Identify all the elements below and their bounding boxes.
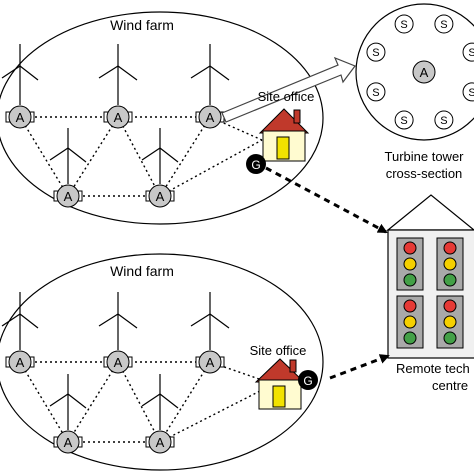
- wind-farm-top-links: [19, 116, 263, 197]
- turbine: [98, 292, 138, 350]
- wind-farm-top-label: Wind farm: [110, 17, 174, 33]
- turbine: [49, 128, 87, 184]
- node-a-label: A: [64, 435, 73, 450]
- remote-label-line1: Remote tech: [396, 361, 470, 376]
- sensor-s: S: [462, 82, 474, 102]
- turbine: [1, 44, 39, 105]
- node-a-label: A: [16, 355, 25, 370]
- turbine: [98, 44, 138, 105]
- top-uplink-arrow: [265, 166, 388, 234]
- bottom-uplink-arrow: [329, 354, 390, 380]
- sensor-s-label: S: [400, 115, 407, 127]
- wind-farm-top: Wind farm: [0, 11, 356, 225]
- turbine: [1, 292, 39, 350]
- wind-farm-bottom-links: [19, 361, 263, 443]
- node-a-label: A: [64, 189, 73, 204]
- tower-title-line2: cross-section: [386, 166, 463, 181]
- sensor-s: S: [462, 42, 474, 62]
- turbine: [190, 292, 230, 350]
- remote-tech-centre: Remote tech centre: [386, 194, 474, 393]
- gateway-g-label: G: [251, 158, 260, 172]
- node-a: A: [103, 105, 133, 129]
- sensor-s-label: S: [372, 87, 379, 99]
- gateway-g: G: [246, 154, 266, 174]
- node-a-label: A: [156, 435, 165, 450]
- turbine: [141, 128, 179, 184]
- wind-farm-top-boundary: [0, 11, 324, 225]
- sensors: S S S S S S S S: [366, 14, 474, 130]
- sensor-s: S: [434, 110, 454, 130]
- turbine: [49, 374, 87, 430]
- site-office-bottom-house: [254, 358, 306, 410]
- node-a: A: [5, 105, 35, 129]
- node-a-label: A: [206, 355, 215, 370]
- sensor-s: S: [434, 14, 454, 34]
- sensor-s: S: [366, 42, 386, 62]
- sensor-s-label: S: [468, 87, 474, 99]
- wind-farm-bottom-boundary: [0, 253, 324, 471]
- node-a: A: [145, 430, 175, 454]
- sensor-s-label: S: [468, 47, 474, 59]
- node-a-label: A: [156, 189, 165, 204]
- node-a-label: A: [114, 355, 123, 370]
- node-a: A: [5, 350, 35, 374]
- turbine-tower-cross-section: S S S S S S S S A Turbine tower cross-section: [355, 3, 474, 181]
- site-office-bottom-label: Site office: [250, 343, 307, 358]
- status-light-panel: [396, 295, 424, 349]
- gateway-g: G: [298, 370, 318, 390]
- sensor-s-label: S: [372, 47, 379, 59]
- node-a: A: [145, 184, 175, 208]
- node-a-label: A: [16, 110, 25, 125]
- turbine: [190, 44, 230, 105]
- status-light-panel: [436, 295, 464, 349]
- site-office-top-label: Site office: [258, 89, 315, 104]
- node-a: A: [195, 105, 225, 129]
- node-a: A: [195, 350, 225, 374]
- node-a: A: [53, 184, 83, 208]
- sensor-s-label: S: [440, 19, 447, 31]
- zoom-arrow: [221, 56, 356, 123]
- tower-title-line1: Turbine tower: [385, 149, 465, 164]
- sensor-s: S: [394, 14, 414, 34]
- node-a: A: [53, 430, 83, 454]
- status-light-panel: [396, 237, 424, 291]
- node-a-label: A: [114, 110, 123, 125]
- wind-farm-bottom-label: Wind farm: [110, 263, 174, 279]
- center-node-a-label: A: [420, 65, 429, 80]
- gateway-g-label: G: [303, 374, 312, 388]
- sensor-s: S: [394, 110, 414, 130]
- wind-farm-bottom: Wind farm: [0, 253, 324, 471]
- node-a-label: A: [206, 110, 215, 125]
- remote-label-line2: centre: [432, 378, 468, 393]
- sensor-s-label: S: [400, 19, 407, 31]
- center-node-a: A: [412, 60, 436, 84]
- node-a: A: [103, 350, 133, 374]
- site-office-top-house: [258, 108, 310, 162]
- status-light-panel: [436, 237, 464, 291]
- turbine: [141, 374, 179, 430]
- sensor-s: S: [366, 82, 386, 102]
- sensor-s-label: S: [440, 115, 447, 127]
